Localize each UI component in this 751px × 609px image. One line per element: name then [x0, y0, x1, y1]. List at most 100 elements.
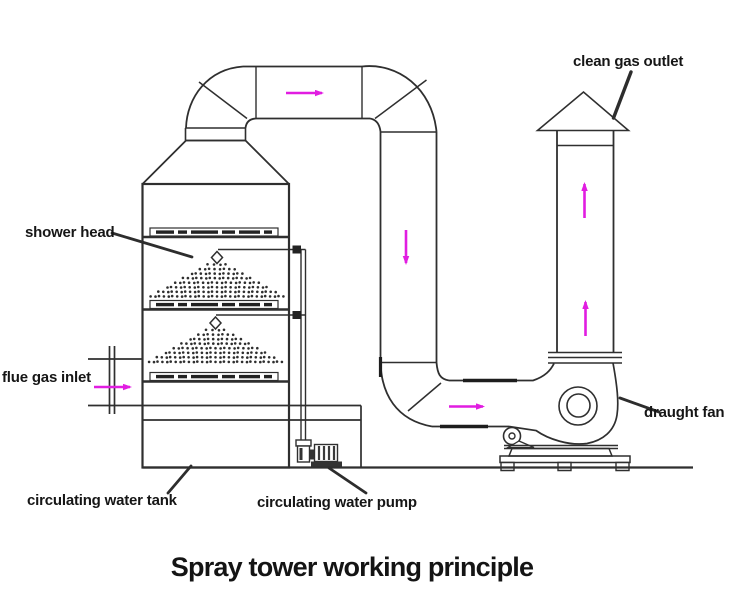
spray-droplet — [273, 295, 277, 298]
spray-droplet — [247, 295, 250, 298]
spray-droplet — [201, 281, 205, 285]
spray-droplet — [188, 290, 192, 294]
tray-packing-dash — [178, 302, 187, 307]
spray-droplet — [187, 360, 191, 364]
spray-droplet — [255, 295, 259, 298]
spray-droplet — [242, 295, 245, 298]
spray-droplet — [259, 360, 262, 364]
flow-arrows — [94, 89, 589, 410]
spray-droplet — [187, 281, 191, 285]
spray-droplet — [188, 286, 191, 289]
spray-droplet — [224, 290, 227, 293]
fan-pedestal — [507, 447, 614, 457]
spray-droplet — [180, 342, 183, 345]
spray-droplet — [196, 281, 200, 284]
spray-droplet — [200, 346, 203, 350]
spray-droplet — [174, 286, 178, 289]
spray-droplet — [248, 286, 251, 289]
spray-droplet — [228, 267, 231, 271]
spray-droplet — [213, 276, 217, 280]
spray-cone-1 — [149, 263, 285, 298]
elbow-2-inner — [369, 117, 382, 132]
spray-droplet — [252, 281, 255, 284]
spray-droplet — [182, 355, 185, 359]
spray-droplet — [234, 337, 238, 341]
spray-droplet — [221, 276, 225, 280]
spray-droplet — [191, 277, 195, 280]
tray-packing-dash — [264, 302, 272, 307]
spray-droplet — [174, 360, 177, 364]
spray-droplet — [222, 328, 226, 332]
spray-droplet — [166, 286, 169, 289]
draught-fan-leader — [618, 396, 661, 414]
spray-droplet — [190, 272, 194, 276]
spray-droplet — [241, 272, 244, 275]
spray-droplet — [213, 267, 216, 271]
spray-droplet — [170, 290, 173, 293]
spray-droplet — [245, 277, 248, 280]
spray-droplet — [195, 276, 198, 280]
spray-droplet — [236, 346, 240, 350]
spray-droplet — [169, 360, 172, 363]
spray-droplet — [225, 337, 229, 341]
spray-droplet — [220, 281, 224, 285]
spray-droplet — [191, 347, 195, 350]
spray-droplet — [179, 281, 182, 285]
spray-droplet — [218, 277, 221, 280]
spray-droplet — [206, 263, 209, 266]
spray-droplet — [162, 295, 166, 298]
spray-droplet — [205, 356, 209, 359]
spray-tower — [141, 127, 291, 469]
pump-motor-ribs — [317, 446, 336, 460]
chimney-flange — [548, 351, 622, 364]
spray-droplet — [217, 333, 220, 337]
spray-droplet — [250, 346, 254, 350]
spray-droplet — [170, 294, 174, 298]
spray-droplet — [197, 294, 201, 298]
spray-droplet — [156, 360, 159, 363]
spray-droplet — [220, 295, 224, 298]
tray-packing-dash — [156, 302, 174, 307]
pump-base — [311, 461, 342, 467]
spray-droplet — [211, 337, 215, 341]
pipe-fitting-2 — [292, 311, 301, 319]
spray-droplet — [227, 351, 231, 355]
spray-droplet — [206, 337, 210, 341]
spray-droplet — [265, 285, 268, 289]
spray-droplet — [182, 281, 186, 284]
pump-casing — [296, 445, 311, 463]
spray-droplet — [210, 285, 214, 289]
fan-inlet-eye-inner — [566, 393, 591, 418]
spray-droplet — [237, 294, 240, 298]
spray-cones — [147, 263, 285, 364]
spray-droplet — [147, 360, 151, 364]
pipe-fitting-1 — [292, 245, 301, 254]
spray-droplet — [263, 351, 267, 354]
spray-droplet — [282, 295, 285, 298]
spray-droplet — [245, 360, 249, 364]
shower-head-tray-3 — [149, 371, 279, 382]
spray-droplet — [217, 338, 220, 341]
spray-droplet — [187, 356, 190, 359]
spray-droplet — [238, 281, 241, 284]
spray-droplet — [181, 351, 185, 354]
spray-droplet — [224, 281, 228, 284]
spray-droplet — [179, 360, 182, 364]
spray-droplet — [240, 276, 243, 280]
spray-droplet — [209, 346, 212, 350]
tray-packing-dash — [191, 374, 218, 379]
spray-droplet — [237, 290, 241, 293]
spray-droplet — [227, 360, 231, 364]
label-circulating-water-pump: circulating water pump — [257, 494, 417, 511]
spray-droplet — [205, 360, 209, 364]
pump-coupling — [309, 449, 315, 460]
spray-droplet — [233, 342, 237, 345]
fan-base-plate — [499, 455, 631, 464]
shower-head-trays — [149, 227, 279, 382]
spray-droplet — [239, 337, 243, 341]
spray-droplet — [272, 360, 275, 364]
spray-droplet — [205, 351, 209, 355]
spray-droplet — [175, 295, 179, 298]
spray-droplet — [254, 356, 258, 359]
spray-droplet — [182, 360, 186, 363]
